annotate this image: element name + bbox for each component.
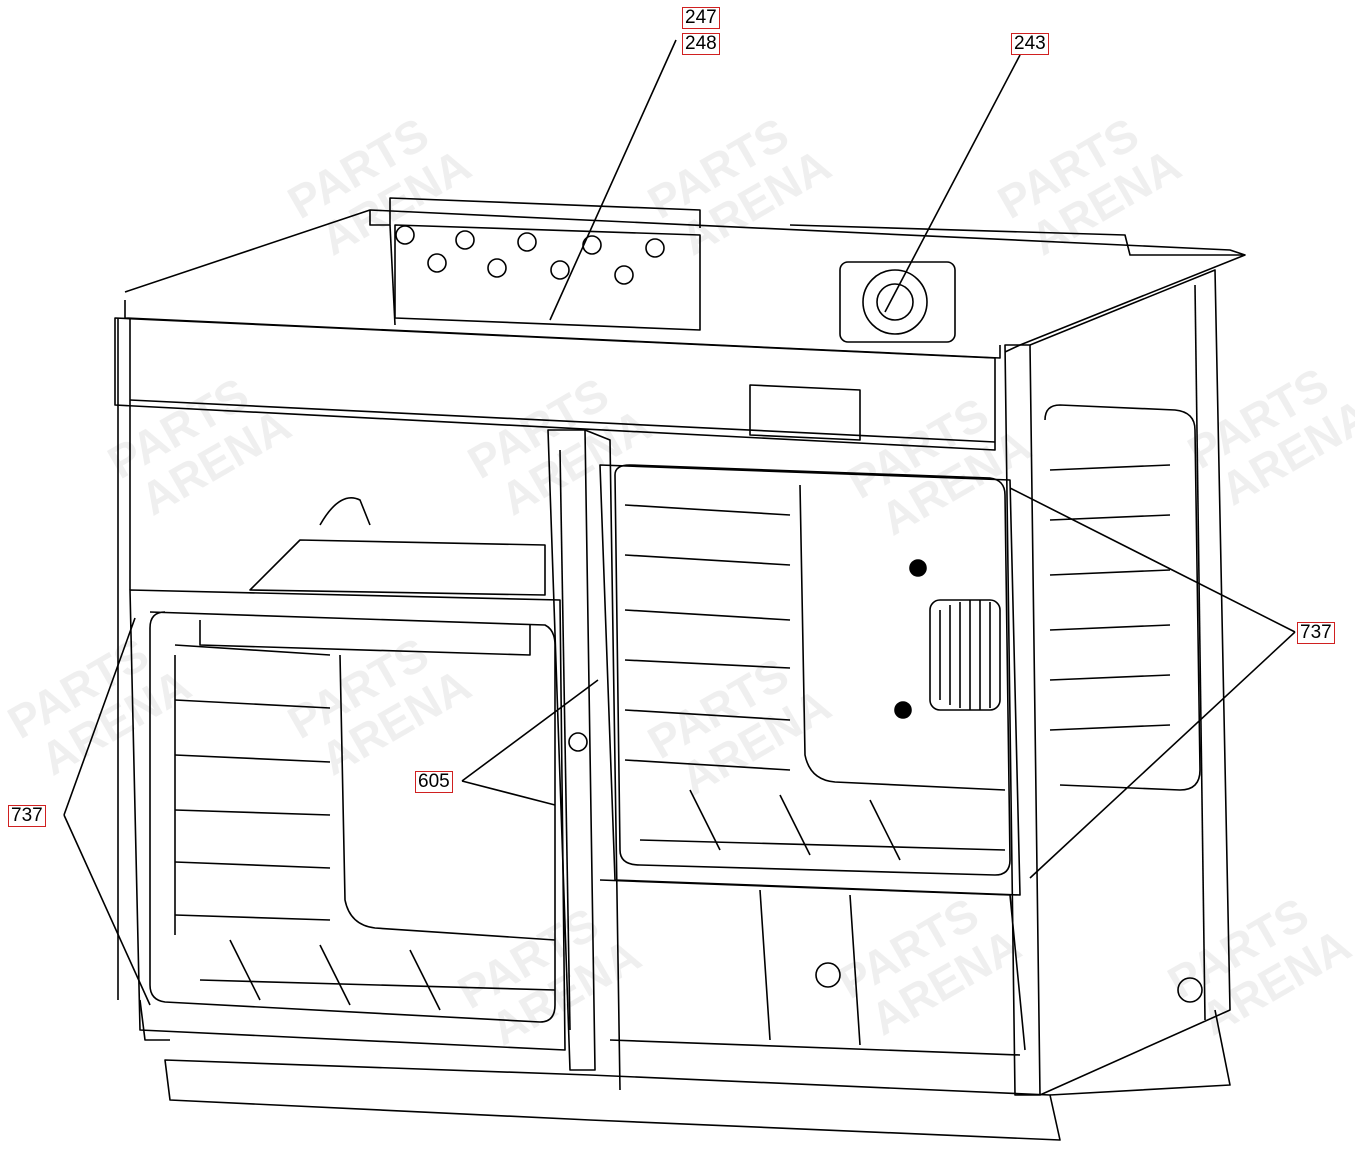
leader-605-a — [461, 679, 599, 782]
rear-panel — [394, 224, 701, 331]
right-oven-cavity — [614, 464, 1011, 876]
fan-housing — [839, 261, 956, 343]
left-oven-front-frame — [129, 589, 566, 1051]
base-frame — [164, 1059, 1061, 1141]
rear-panel-top — [369, 197, 701, 228]
callout-243[interactable]: 243 — [1011, 33, 1049, 55]
left-oven-cavity — [149, 611, 556, 1023]
leader-737-right-b — [1029, 631, 1296, 879]
leader-737-right-a — [1009, 487, 1296, 633]
leader-243 — [884, 54, 1021, 313]
callout-605[interactable]: 605 — [415, 771, 453, 793]
leader-737-left-b — [63, 814, 151, 1006]
leader-248 — [549, 39, 677, 321]
fan-blade — [862, 269, 928, 335]
top-frame-edge — [124, 209, 1246, 353]
right-oven-front-frame — [599, 464, 1021, 896]
leader-737-left-a — [63, 617, 136, 816]
leader-lines — [63, 39, 1296, 1006]
rear-fan-grille — [929, 599, 1001, 711]
right-side-frame — [1029, 269, 1231, 1096]
callout-247[interactable]: 247 — [682, 7, 720, 29]
frame-linework — [114, 197, 1246, 1141]
callout-737-right[interactable]: 737 — [1297, 622, 1335, 644]
right-side-cavity — [1044, 404, 1201, 791]
leader-605-b — [461, 780, 556, 806]
callout-737-left[interactable]: 737 — [8, 805, 46, 827]
center-divider — [547, 429, 596, 1071]
front-top-rail — [114, 317, 996, 451]
callout-248[interactable]: 248 — [682, 33, 720, 55]
